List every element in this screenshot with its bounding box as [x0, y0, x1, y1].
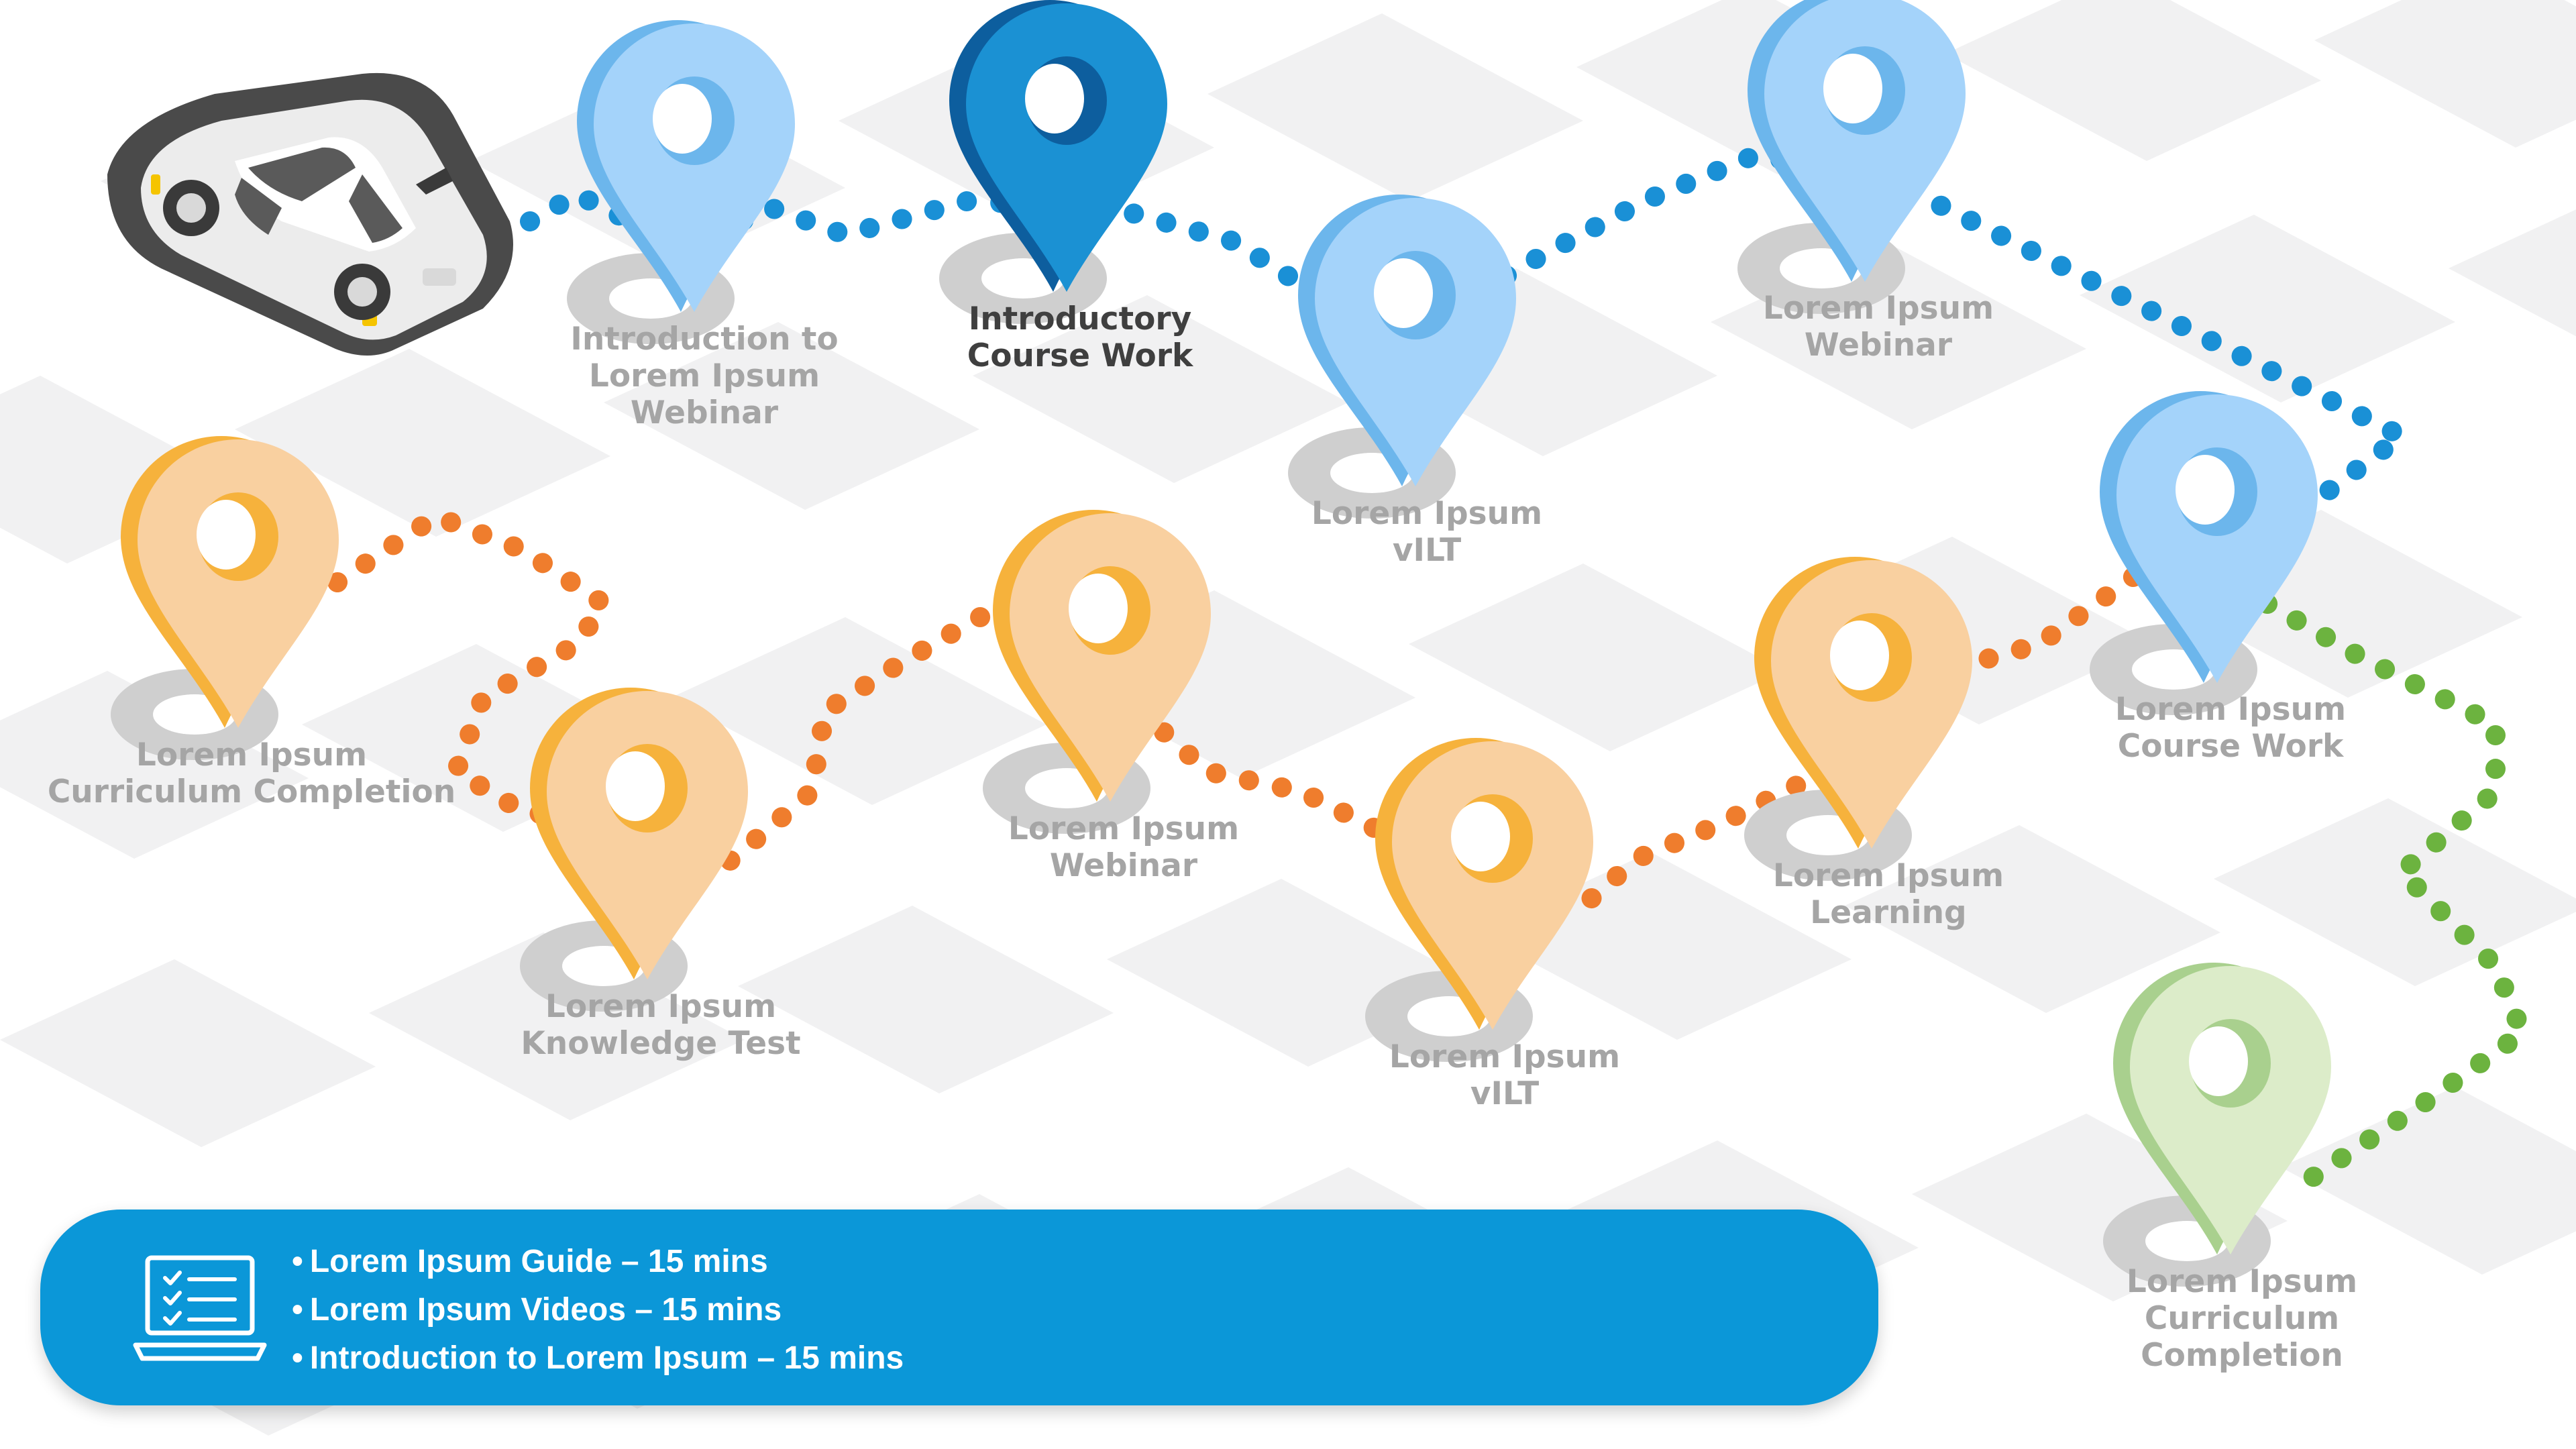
street-block: [973, 295, 1348, 483]
stop-label-line: Curriculum Completion: [47, 773, 456, 810]
info-item: Lorem Ipsum Videos – 15 mins: [292, 1286, 904, 1334]
stop-label-line: Curriculum: [2144, 1300, 2340, 1337]
street-block: [671, 617, 1046, 805]
map-pin-icon[interactable]: [567, 20, 795, 344]
street-block: [0, 959, 376, 1147]
street-block: [1208, 13, 1583, 201]
info-item: Introduction to Lorem Ipsum – 15 mins: [292, 1334, 904, 1383]
stop-label-line: Lorem Ipsum: [1389, 1038, 1621, 1075]
info-item: Lorem Ipsum Guide – 15 mins: [292, 1238, 904, 1286]
map-pin-icon[interactable]: [2103, 963, 2331, 1287]
street-block: [604, 322, 979, 510]
street-block: [0, 671, 309, 859]
map-pin-icon[interactable]: [2090, 391, 2318, 715]
street-block: [2449, 209, 2576, 337]
street-block: [2080, 215, 2455, 402]
street-block: [2214, 798, 2576, 986]
stop-label-line: Lorem Ipsum: [1311, 495, 1543, 532]
info-list: Lorem Ipsum Guide – 15 mins Lorem Ipsum …: [292, 1238, 904, 1383]
stop-label-line: Lorem Ipsum: [588, 358, 820, 394]
map-pin-icon[interactable]: [1744, 557, 1972, 881]
stop-label-line: Webinar: [1804, 327, 1953, 364]
map-pin-icon[interactable]: [983, 510, 1211, 834]
map-pin-icon[interactable]: [939, 0, 1167, 324]
stop-label-line: Learning: [1810, 894, 1967, 931]
stop-label-line: Lorem Ipsum: [2114, 691, 2347, 728]
street-block: [1409, 564, 1784, 751]
map-pin-icon[interactable]: [1288, 195, 1516, 519]
stop-label-line: Course Work: [2117, 728, 2344, 765]
map-pin-icon[interactable]: [111, 436, 339, 760]
street-block: [2281, 1087, 2576, 1275]
street-block: [0, 376, 241, 564]
street-block: [235, 349, 610, 537]
street-block: [1845, 825, 2220, 1013]
route-dots: [2257, 594, 2532, 1191]
stop-label-line: Lorem Ipsum: [136, 737, 368, 773]
stop-label-line: vILT: [1392, 532, 1462, 569]
laptop-checklist-icon: [133, 1255, 267, 1361]
map-pin-icon[interactable]: [520, 688, 748, 1012]
stop-label-line: Lorem Ipsum: [1762, 290, 1994, 327]
street-block: [369, 932, 745, 1120]
map-pin-icon[interactable]: [1365, 738, 1593, 1062]
info-panel: Lorem Ipsum Guide – 15 mins Lorem Ipsum …: [40, 1210, 1878, 1405]
stop-label-line: Introduction to: [570, 321, 839, 358]
stop-label-line: Lorem Ipsum: [2126, 1263, 2358, 1300]
street-block: [2314, 0, 2576, 148]
stop-label-line: Lorem Ipsum: [545, 988, 777, 1025]
map-pin-icon[interactable]: [1737, 0, 1966, 314]
stop-label-line: Course Work: [967, 337, 1193, 374]
stop-label-line: Completion: [2141, 1337, 2343, 1374]
stop-label-line: Lorem Ipsum: [1008, 810, 1240, 847]
stop-label-line: Introductory: [968, 301, 1192, 337]
stop-label-line: Knowledge Test: [521, 1025, 801, 1062]
stop-label-line: Lorem Ipsum: [1772, 857, 2004, 894]
route-dots: [265, 506, 2143, 916]
stop-label-line: Webinar: [630, 394, 779, 431]
stop-label-line: vILT: [1470, 1075, 1540, 1112]
street-block: [738, 906, 1114, 1093]
street-block: [1945, 0, 2321, 161]
stop-label-line: Webinar: [1049, 847, 1198, 884]
